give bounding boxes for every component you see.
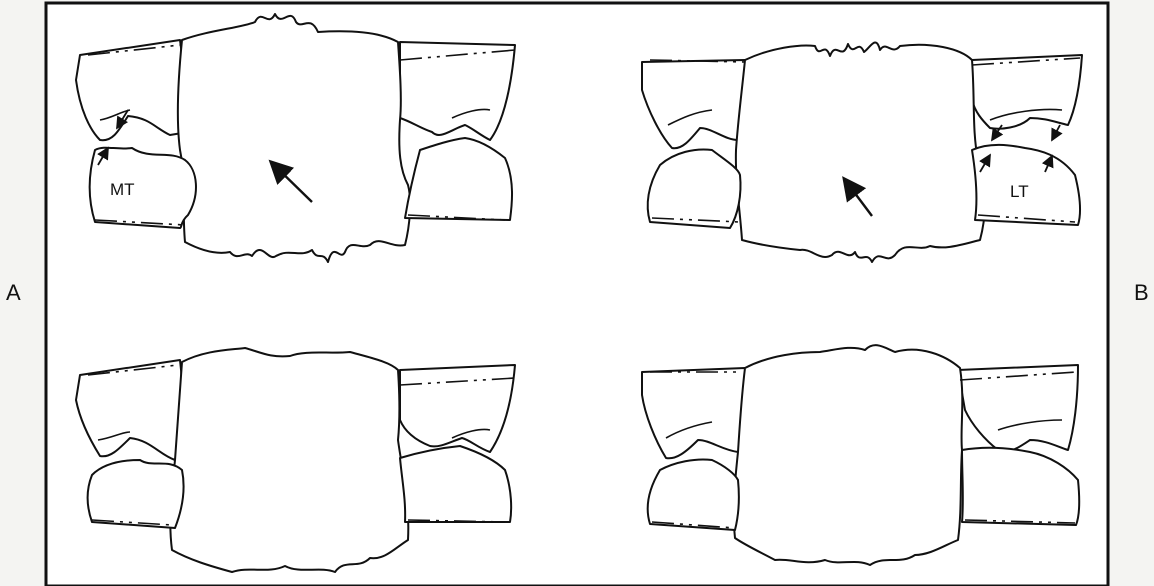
lt-label: LT — [1010, 182, 1029, 201]
upper-right-tooth — [400, 42, 515, 140]
mt-label: MT — [110, 180, 135, 199]
panel-b-label: B — [1134, 280, 1149, 305]
panel-a-label: A — [6, 280, 21, 305]
lower-left-tooth — [90, 148, 196, 228]
upper-central-tooth — [178, 14, 410, 262]
lower-right-tooth — [405, 138, 512, 220]
